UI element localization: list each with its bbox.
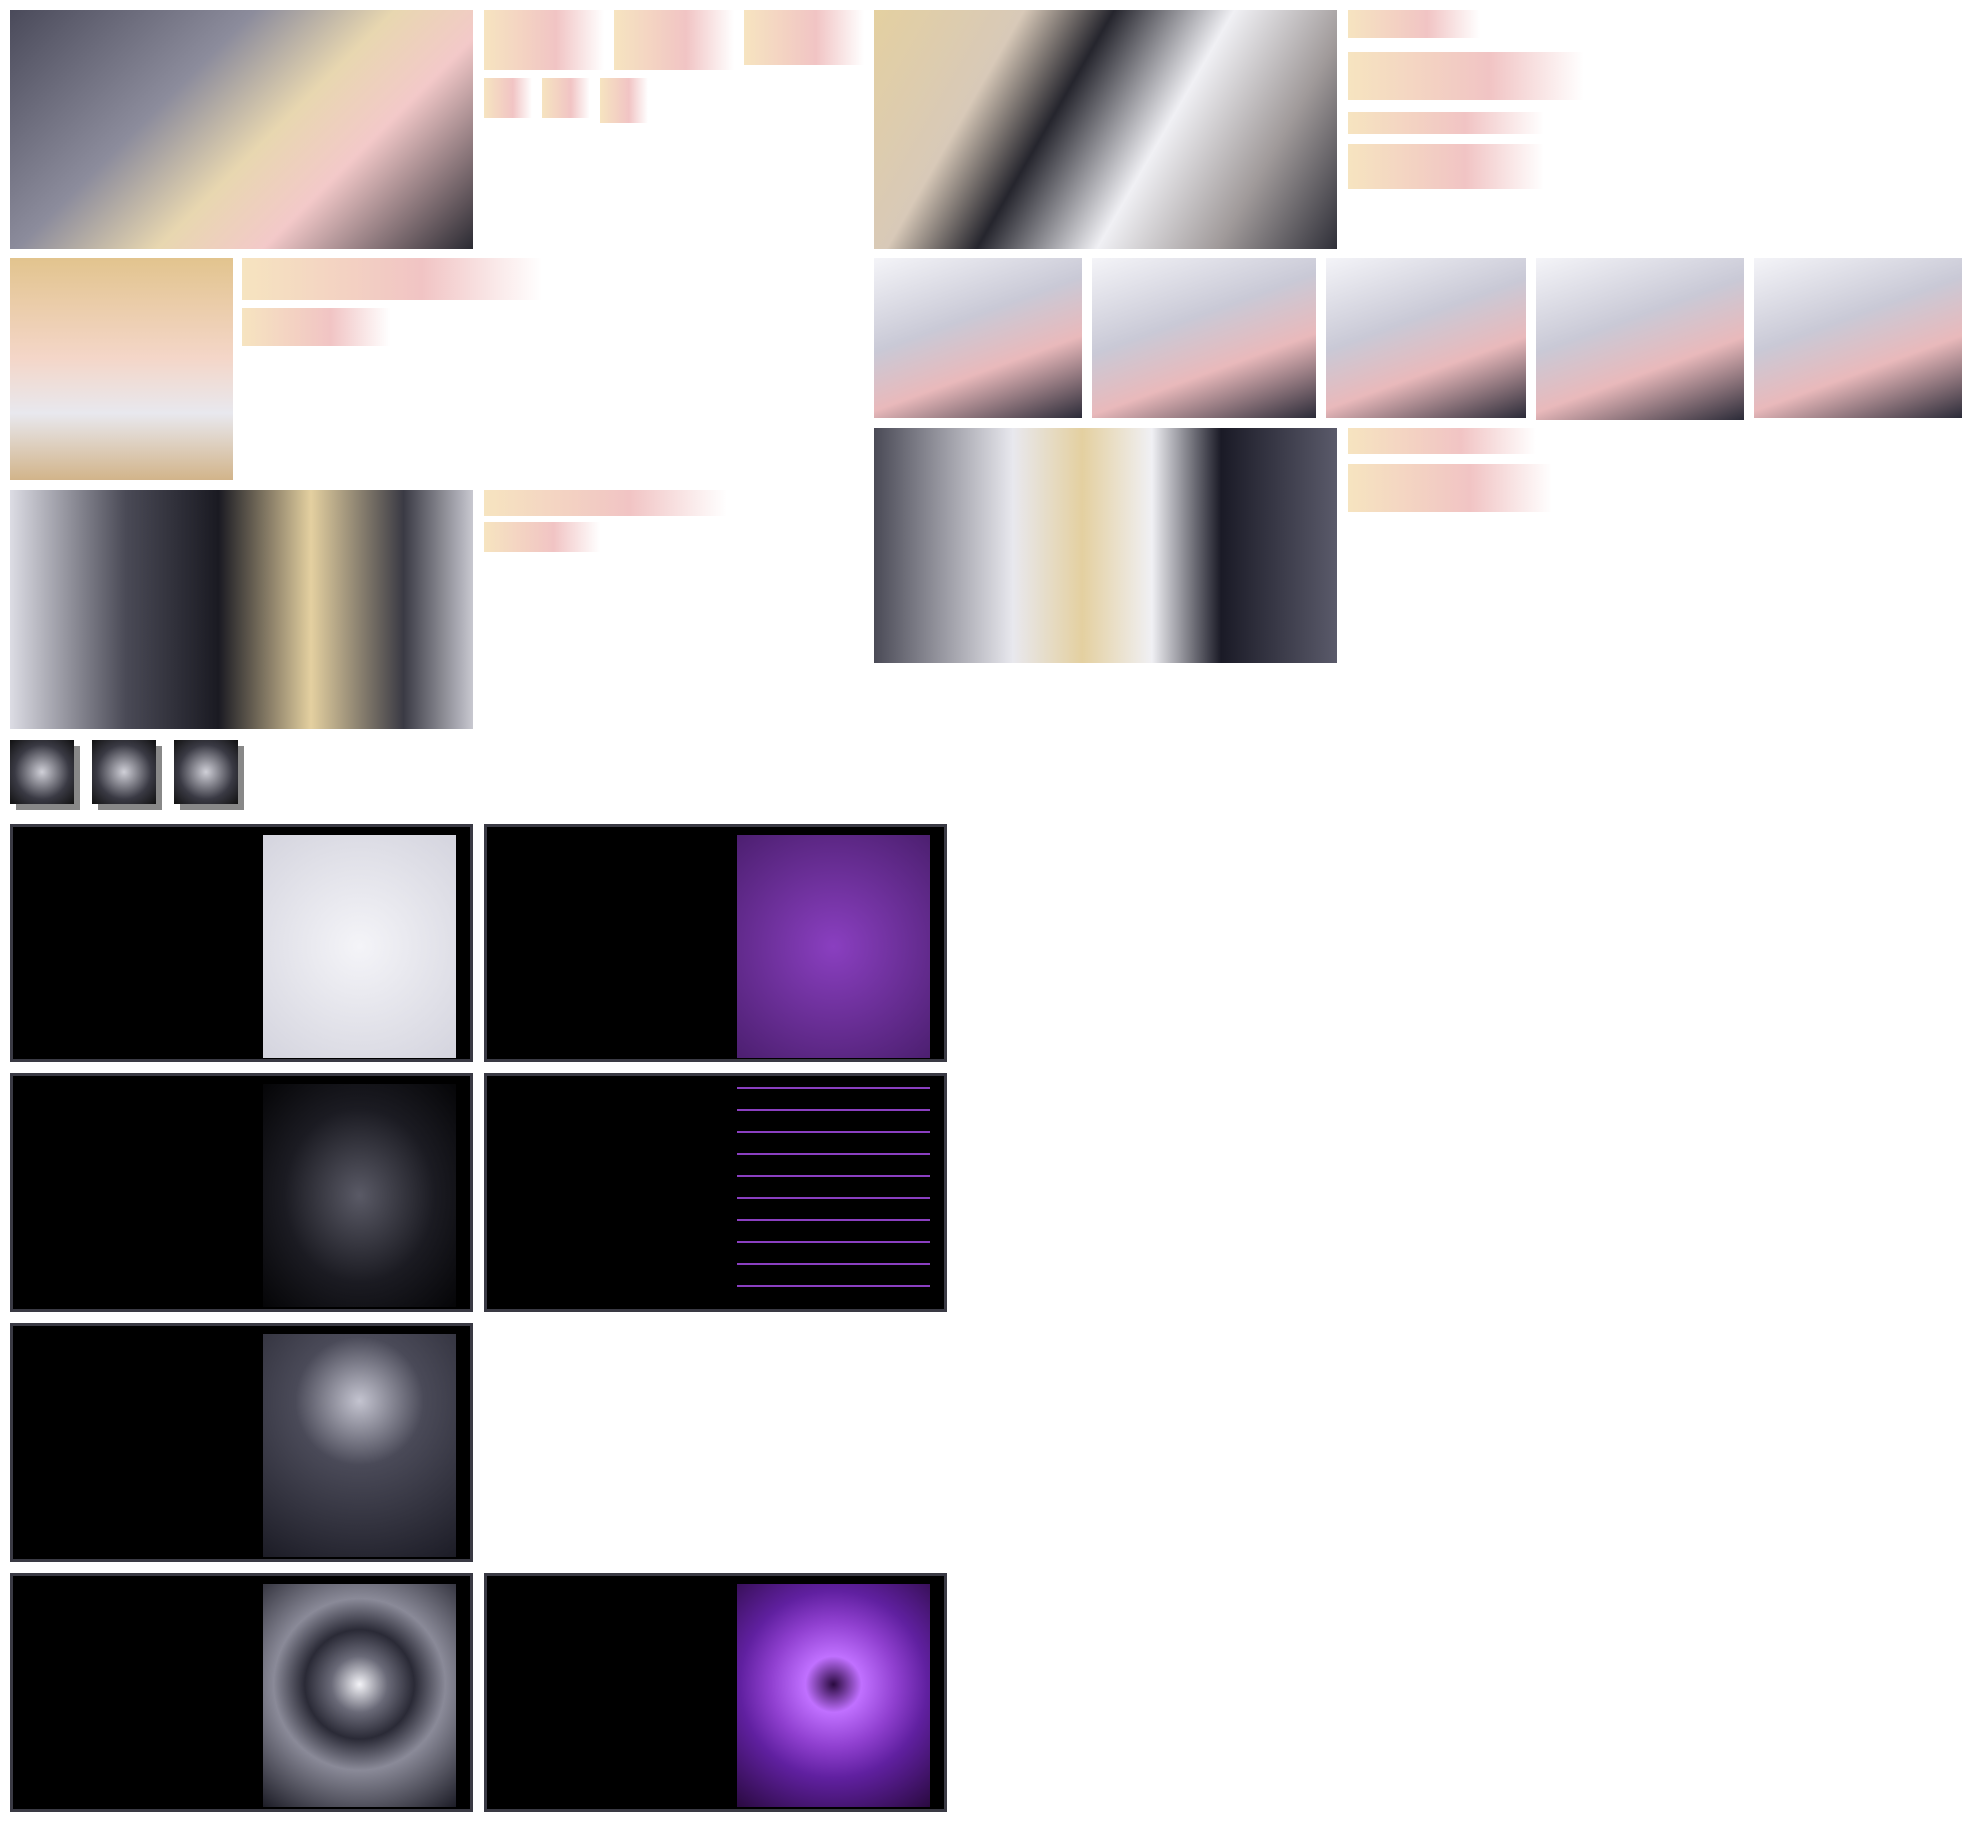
heroine-eye-frame: [614, 10, 734, 70]
ring-image: [263, 1584, 456, 1807]
commander-arms-crossed-cg: [874, 428, 1337, 663]
tube-image: [737, 1084, 930, 1307]
commander-arm-frame: [1326, 258, 1526, 418]
cg-panel-tube: [10, 1073, 473, 1312]
commander-arm-frame: [1754, 258, 1962, 418]
bracelet-item-icon: [92, 740, 156, 804]
commander-eye-frames: [1348, 112, 1544, 134]
cg-panel-chips-white: [10, 824, 473, 1062]
second-heroine-eye-frames: [242, 258, 542, 300]
office-scene-cg: [10, 490, 473, 729]
cg-panel-mechanism: [10, 1323, 473, 1562]
cg-panel-chips-purple: [484, 824, 947, 1062]
device-item-icon: [174, 740, 238, 804]
commander-arm-frame: [1536, 258, 1744, 420]
commander-scene-cg: [874, 10, 1337, 249]
chips-image: [263, 835, 456, 1058]
commander-eye-frames-2: [1348, 428, 1536, 454]
cg-panel-ring-purple: [484, 1573, 947, 1812]
ring-image: [737, 1584, 930, 1807]
second-heroine-portrait: [10, 258, 233, 480]
commander-mouth-frames-2: [1348, 464, 1552, 512]
blonde-mouth-frames: [1348, 52, 1584, 100]
heroine-mouth-frame: [484, 78, 532, 118]
commander-arm-frame: [874, 258, 1082, 418]
commander-mouth-frames: [1348, 144, 1544, 189]
office-heroine-eye-frames: [484, 490, 727, 516]
heroine-eye-frame: [744, 10, 864, 65]
blonde-eye-frames: [1348, 10, 1480, 38]
chips-image: [737, 835, 930, 1058]
heroine-mouth-frame: [542, 78, 590, 118]
commander-arm-frame: [1092, 258, 1316, 418]
tube-image: [263, 1084, 456, 1307]
second-heroine-mouth-frames: [242, 308, 390, 346]
cg-panel-ring: [10, 1573, 473, 1812]
mechanism-image: [263, 1334, 456, 1557]
heroine-closeup-cg: [10, 10, 473, 249]
office-heroine-mouth-frames: [484, 522, 600, 552]
ring-item-icon: [10, 740, 74, 804]
cg-panel-tube-purple: [484, 1073, 947, 1312]
heroine-mouth-frame: [600, 78, 648, 123]
heroine-eye-frame: [484, 10, 604, 70]
